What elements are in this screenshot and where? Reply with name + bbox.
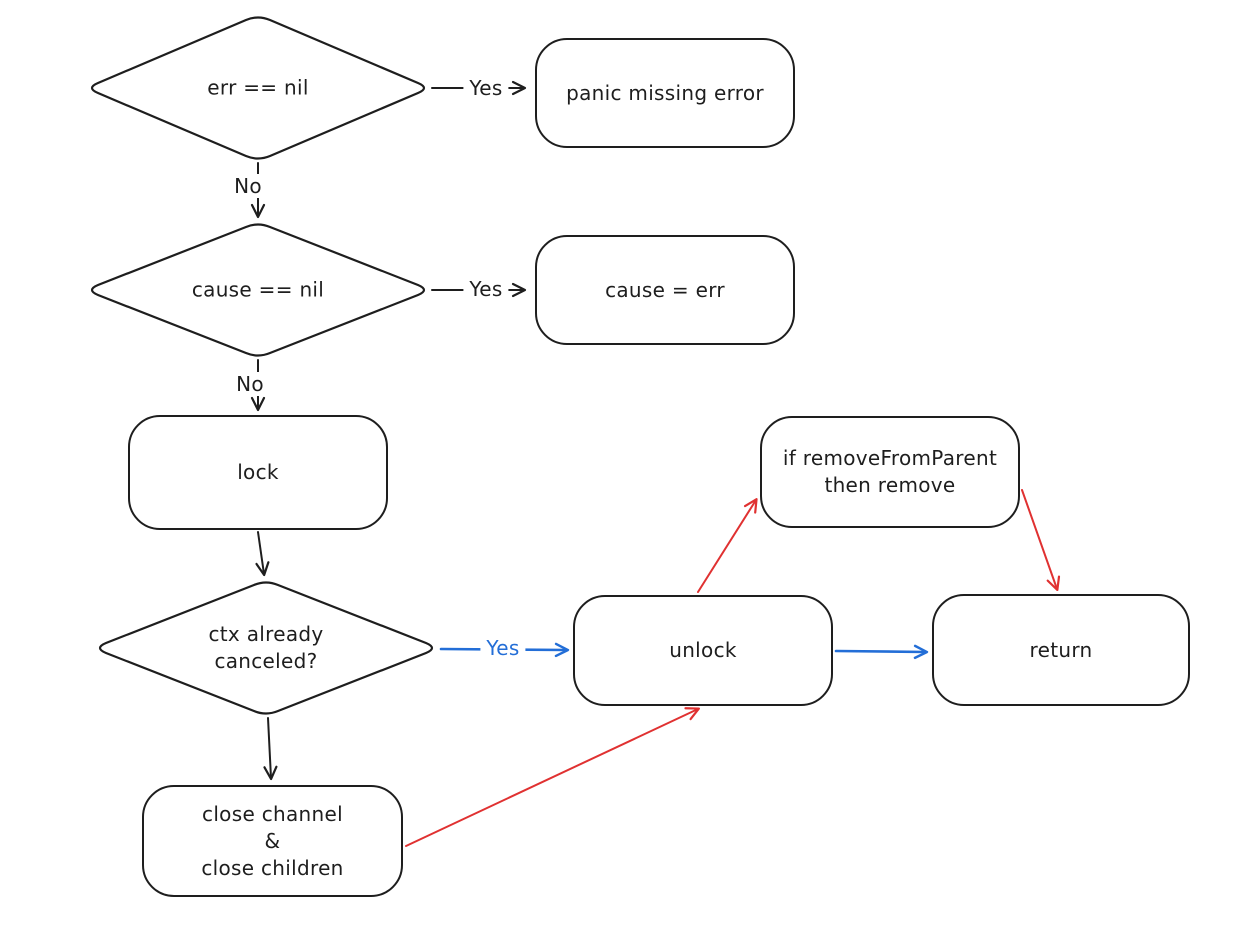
node-panic-missing-error: panic missing error: [535, 38, 795, 148]
edge-unlock-to-remove: [697, 498, 758, 593]
edge-label-cause-yes: Yes: [463, 277, 509, 301]
node-unlock: unlock: [573, 595, 833, 706]
node-return: return: [932, 594, 1190, 706]
edge-label-err-yes: Yes: [463, 76, 509, 100]
diamond-cause-check: [90, 223, 426, 357]
node-lock: lock: [128, 415, 388, 530]
edge-label-cause-no: No: [230, 372, 270, 396]
edge-close-to-unlock: [405, 707, 701, 847]
edge-ctx-no: [263, 717, 278, 781]
edge-label-err-no: No: [228, 174, 268, 198]
edge-label-ctx-yes: Yes: [480, 636, 526, 660]
diamond-err-check: [90, 16, 426, 160]
node-remove-from-parent: if removeFromParent then remove: [760, 416, 1020, 528]
edge-lock-to-ctx: [255, 531, 270, 577]
edge-remove-to-return: [1021, 489, 1061, 592]
edge-unlock-to-return: [834, 644, 929, 660]
diamond-ctx-check: [98, 581, 434, 715]
node-cause-assign: cause = err: [535, 235, 795, 345]
node-close-channel: close channel & close children: [142, 785, 403, 897]
